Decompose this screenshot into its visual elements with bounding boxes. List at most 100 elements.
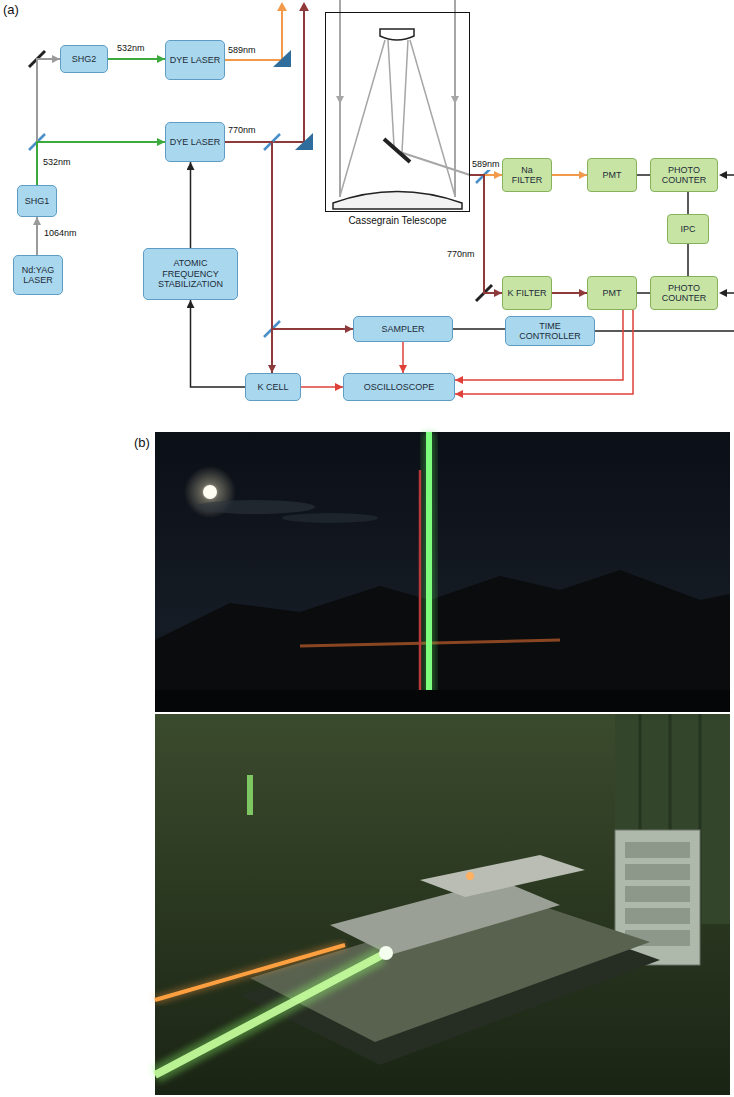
connector xyxy=(453,328,505,330)
reflected-light xyxy=(402,40,408,152)
moon xyxy=(203,485,217,499)
box-label: SAMPLER xyxy=(356,324,450,334)
box-label: SHG1 xyxy=(20,196,54,206)
mountains xyxy=(155,570,730,712)
wavelength-label: 770nm xyxy=(446,250,476,260)
reflected-light xyxy=(388,40,394,146)
box-label: OSCILLOSCOPE xyxy=(346,382,452,392)
diagonal-mirror xyxy=(384,139,410,162)
connector xyxy=(191,300,246,387)
box-label: SHG2 xyxy=(63,54,105,64)
connector xyxy=(687,244,689,276)
beam-arrowhead xyxy=(299,2,309,11)
rack-unit xyxy=(625,908,690,924)
prism xyxy=(273,50,291,67)
signal-wire xyxy=(726,292,734,294)
signal-wire xyxy=(595,330,734,332)
curtain xyxy=(615,714,730,924)
wavelength-label: 1064nm xyxy=(43,229,78,239)
laser-beam xyxy=(225,59,282,61)
beam-spot xyxy=(379,946,393,960)
light-arrowhead xyxy=(336,96,344,104)
process-box: K CELL xyxy=(245,373,301,401)
connector xyxy=(37,142,165,185)
process-box: ATOMIC FREQUENCY STABILIZATION xyxy=(143,248,238,300)
cloud xyxy=(282,513,378,523)
box-label: PMT xyxy=(590,170,634,180)
process-box: SAMPLER xyxy=(353,316,453,342)
process-box: PHOTO COUNTER xyxy=(650,276,718,310)
connector xyxy=(455,310,623,380)
process-box: SHG1 xyxy=(17,185,57,217)
connector xyxy=(455,310,633,394)
reflected-light xyxy=(340,40,385,196)
signal-wire xyxy=(726,174,734,176)
box-label: DYE LASER xyxy=(168,55,222,65)
wire-arrowhead xyxy=(719,289,727,297)
process-box: IPC xyxy=(667,214,709,244)
rack-unit xyxy=(625,886,690,902)
connector xyxy=(470,175,502,293)
process-box: TIME CONTROLLER xyxy=(505,316,595,346)
secondary-mirror xyxy=(380,29,414,40)
box-label: K FILTER xyxy=(505,288,549,298)
box-label: TIME CONTROLLER xyxy=(508,321,592,342)
prism xyxy=(295,133,313,150)
telescope-caption: Cassegrain Telescope xyxy=(326,215,469,227)
process-box: PHOTO COUNTER xyxy=(650,158,718,192)
beam-glow xyxy=(422,432,436,694)
box-label: ATOMIC FREQUENCY STABILIZATION xyxy=(146,258,235,289)
connector xyxy=(108,58,165,60)
connector xyxy=(637,174,650,176)
reflected-light xyxy=(410,40,455,196)
rack-unit xyxy=(625,842,690,858)
primary-mirror xyxy=(333,192,462,210)
light-spot xyxy=(466,872,474,880)
process-box: K FILTER xyxy=(502,276,552,310)
process-box: DYE LASER xyxy=(165,40,225,80)
box-label: K CELL xyxy=(248,382,298,392)
process-box: Na FILTER xyxy=(502,158,552,192)
wavelength-label: 589nm xyxy=(228,46,256,56)
connector xyxy=(36,217,38,255)
connector xyxy=(301,386,343,388)
connector xyxy=(552,292,587,294)
wire-arrowhead xyxy=(719,171,727,179)
panel-label: (b) xyxy=(134,436,150,450)
process-box: SHG2 xyxy=(60,45,108,73)
laser-housing xyxy=(330,880,560,955)
ground xyxy=(155,690,730,712)
light-arrowhead xyxy=(451,96,459,104)
connector xyxy=(637,292,650,294)
box-label: IPC xyxy=(670,224,706,234)
laser-housing xyxy=(420,855,585,897)
wavelength-label: 770nm xyxy=(228,126,256,136)
laser-beam xyxy=(303,6,305,142)
connector xyxy=(687,192,689,214)
wavelength-label: 589nm xyxy=(471,160,501,170)
wavelength-label: 532nm xyxy=(42,158,72,168)
wall-reflection xyxy=(247,775,253,815)
reflected-light xyxy=(400,152,470,175)
rack-unit xyxy=(625,864,690,880)
box-label: Nd:YAG LASER xyxy=(16,265,60,286)
box-label: PHOTO COUNTER xyxy=(653,283,715,304)
connector xyxy=(402,342,404,373)
process-box: PMT xyxy=(587,276,637,310)
process-box: Nd:YAG LASER xyxy=(13,255,63,295)
cloud xyxy=(195,500,315,514)
laser-beam xyxy=(281,6,283,60)
box-label: PMT xyxy=(590,288,634,298)
wavelength-label: 532nm xyxy=(116,44,146,54)
telescope-frame: Cassegrain Telescope xyxy=(325,12,470,212)
beam-arrowhead xyxy=(277,2,287,11)
green-laser-beam xyxy=(426,432,432,694)
box-label: DYE LASER xyxy=(168,137,222,147)
process-box: DYE LASER xyxy=(165,122,225,162)
connector xyxy=(552,174,587,176)
process-box: OSCILLOSCOPE xyxy=(343,373,455,401)
green-laser-beam xyxy=(155,955,382,1075)
box-label: Na FILTER xyxy=(505,165,549,186)
box-label: PHOTO COUNTER xyxy=(653,165,715,186)
